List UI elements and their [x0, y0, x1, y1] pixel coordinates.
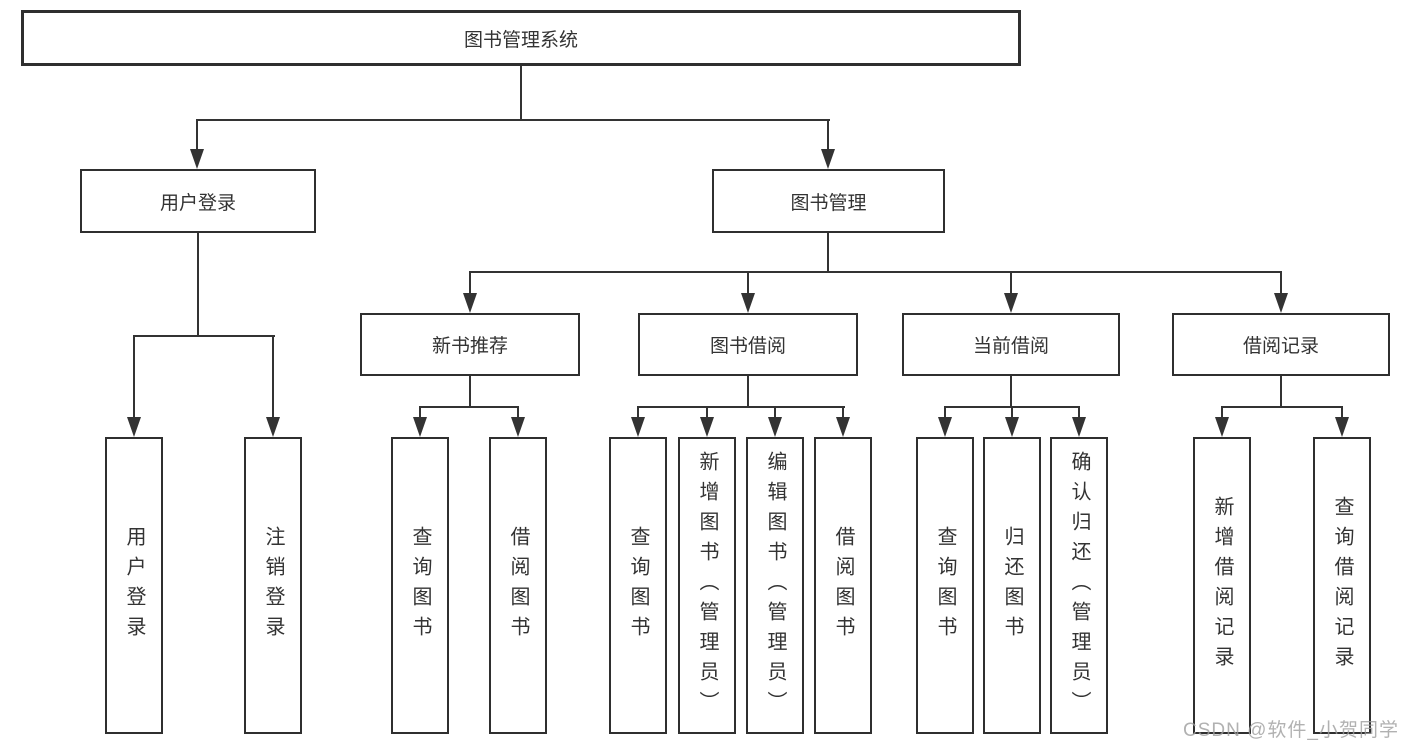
arrow-down-icon [821, 149, 835, 169]
node-label: 当前借阅 [972, 336, 1049, 357]
node-label: 查询图书 [627, 525, 649, 646]
connector-line [196, 119, 830, 121]
arrow-down-icon [1005, 417, 1019, 437]
connector-line [1280, 376, 1282, 408]
connector-line [469, 271, 1282, 273]
node-label: 借阅图书 [832, 525, 854, 646]
node-leaf-user-login: 用户登录 [105, 437, 163, 734]
node-book-borrowing: 图书借阅 [638, 313, 858, 376]
arrow-down-icon [463, 293, 477, 313]
connector-line [197, 233, 199, 336]
node-leaf-query-books-2: 查询图书 [609, 437, 667, 734]
node-leaf-logout: 注销登录 [244, 437, 302, 734]
node-label: 图书管理系统 [463, 29, 578, 51]
connector-line [1010, 376, 1012, 408]
node-label: 用户登录 [159, 192, 236, 214]
connector-line [827, 119, 829, 153]
node-label: 图书管理 [790, 192, 867, 214]
arrow-down-icon [741, 293, 755, 313]
arrow-down-icon [413, 417, 427, 437]
arrow-down-icon [1004, 293, 1018, 313]
connector-line [747, 271, 749, 297]
node-label: 注销登录 [262, 525, 284, 646]
node-leaf-edit-books-admin: 编辑图书（管理员） [746, 437, 804, 734]
node-leaf-borrow-books-2: 借阅图书 [814, 437, 872, 734]
connector-line [1280, 271, 1282, 297]
connector-line [419, 406, 519, 408]
node-user-login: 用户登录 [80, 169, 316, 233]
connector-line [133, 335, 275, 337]
node-leaf-query-borrow-record: 查询借阅记录 [1313, 437, 1371, 734]
csdn-watermark: CSDN @软件_小贺同学 [1183, 720, 1399, 741]
connector-line [747, 376, 749, 408]
node-label: 确认归还（管理员） [1068, 450, 1090, 721]
arrow-down-icon [1072, 417, 1086, 437]
node-label: 查询图书 [409, 525, 431, 646]
connector-line [469, 376, 471, 408]
arrow-down-icon [631, 417, 645, 437]
node-label: 新增借阅记录 [1211, 495, 1233, 676]
arrow-down-icon [1215, 417, 1229, 437]
node-borrow-records: 借阅记录 [1172, 313, 1390, 376]
node-book-management: 图书管理 [712, 169, 945, 233]
node-label: 新增图书（管理员） [696, 450, 718, 721]
connector-line [827, 233, 829, 273]
node-label: 图书借阅 [709, 336, 786, 357]
arrow-down-icon [1335, 417, 1349, 437]
node-label: 查询借阅记录 [1331, 495, 1353, 676]
connector-line [133, 335, 135, 427]
arrow-down-icon [127, 417, 141, 437]
connector-line [1221, 406, 1343, 408]
connector-line [1010, 271, 1012, 297]
node-leaf-borrow-books-1: 借阅图书 [489, 437, 547, 734]
arrow-down-icon [511, 417, 525, 437]
arrow-down-icon [190, 149, 204, 169]
connector-line [637, 406, 845, 408]
node-current-borrowing: 当前借阅 [902, 313, 1120, 376]
node-label: 归还图书 [1001, 525, 1023, 646]
connector-line [520, 66, 522, 120]
node-library-system: 图书管理系统 [21, 10, 1021, 66]
arrow-down-icon [836, 417, 850, 437]
node-leaf-query-books-1: 查询图书 [391, 437, 449, 734]
node-label: 借阅图书 [507, 525, 529, 646]
node-label: 用户登录 [123, 525, 145, 646]
connector-line [272, 335, 274, 427]
node-leaf-add-books-admin: 新增图书（管理员） [678, 437, 736, 734]
node-leaf-return-books: 归还图书 [983, 437, 1041, 734]
node-label: 新书推荐 [431, 336, 508, 357]
arrow-down-icon [768, 417, 782, 437]
node-leaf-confirm-return-admin: 确认归还（管理员） [1050, 437, 1108, 734]
arrow-down-icon [266, 417, 280, 437]
connector-line [196, 119, 198, 153]
connector-line [469, 271, 471, 297]
node-new-book-recommend: 新书推荐 [360, 313, 580, 376]
node-leaf-query-books-3: 查询图书 [916, 437, 974, 734]
node-label: 编辑图书（管理员） [764, 450, 786, 721]
node-label: 借阅记录 [1242, 336, 1319, 357]
arrow-down-icon [1274, 293, 1288, 313]
arrow-down-icon [700, 417, 714, 437]
arrow-down-icon [938, 417, 952, 437]
node-leaf-add-borrow-record: 新增借阅记录 [1193, 437, 1251, 734]
node-label: 查询图书 [934, 525, 956, 646]
